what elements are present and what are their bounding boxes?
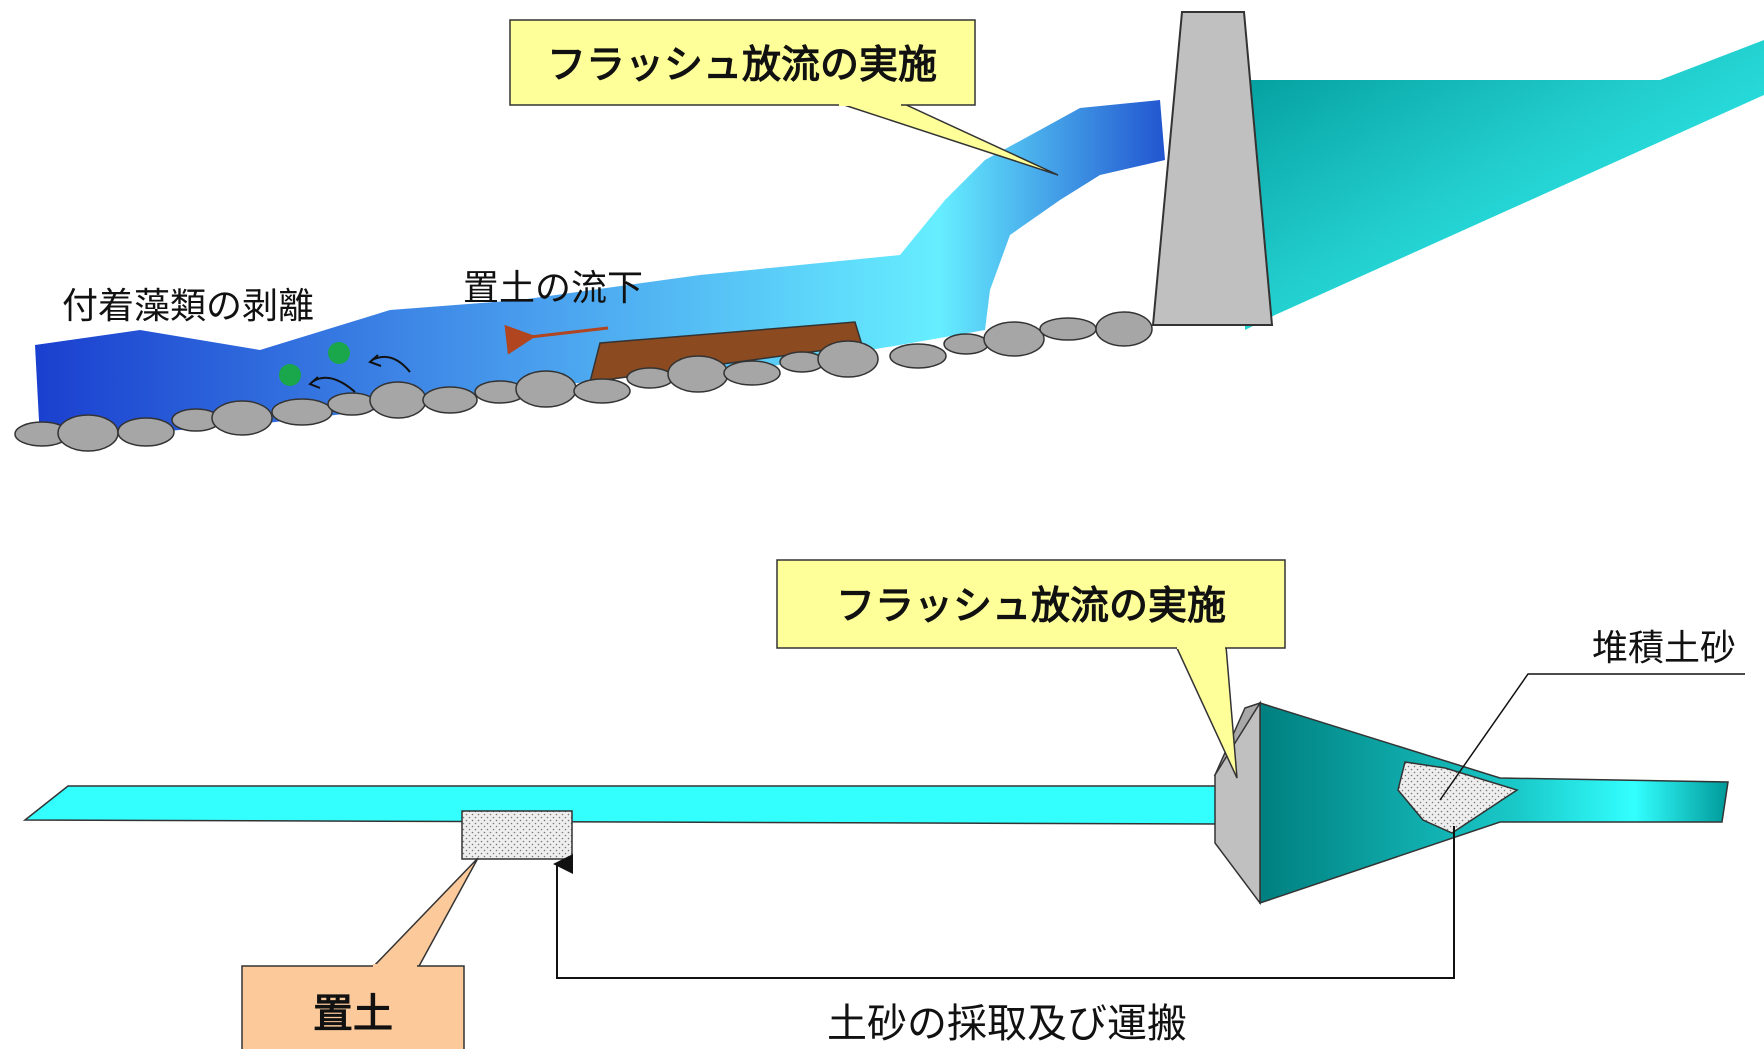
upper-callout-box: [509, 19, 976, 106]
stone: [211, 400, 273, 436]
sediment-label: 堆積土砂: [1592, 628, 1736, 669]
lower-callout-pointer: [1174, 645, 1238, 779]
stone: [57, 414, 119, 452]
algae-detach-arrow: [368, 354, 382, 367]
algae-label: 付着藻類の剥離: [62, 286, 314, 327]
lower-callout-joint: [1177, 644, 1225, 649]
stone: [515, 370, 577, 408]
upper-riverbed-stones: [14, 311, 1153, 452]
stone: [422, 386, 478, 414]
stone: [779, 351, 825, 373]
placed-soil-label: 置土: [313, 991, 393, 1037]
lower-placed-soil: [461, 810, 573, 860]
lower-callout-text: フラッシュ放流の実施: [836, 584, 1226, 629]
stone: [889, 343, 947, 369]
stone: [573, 378, 631, 404]
stone: [667, 355, 729, 393]
stone: [1095, 311, 1153, 347]
stone: [1039, 317, 1097, 341]
upper-callout-text: フラッシュ放流の実施: [547, 43, 937, 88]
lower-panel: フラッシュ放流の実施 置土 堆積土砂 土砂の採取及び運搬: [22, 559, 1745, 1049]
stone: [327, 392, 377, 416]
upper-reservoir: [1245, 40, 1764, 330]
stone: [983, 321, 1045, 357]
upper-panel: フラッシュ放流の実施 付着藻類の剥離 置土の流下: [14, 11, 1764, 452]
accumulated-sediment: [1397, 761, 1519, 834]
lower-river-channel: [22, 785, 1221, 825]
transport-route: [553, 826, 1455, 979]
transport-label: 土砂の採取及び運搬: [827, 1001, 1187, 1047]
stone: [369, 381, 427, 419]
upper-callout-joint: [839, 101, 901, 106]
stone: [817, 340, 879, 378]
placed-soil-callout-joint: [373, 964, 417, 969]
lower-dam-front: [1214, 700, 1261, 906]
soil-flow-label: 置土の流下: [463, 268, 643, 309]
placed-soil-callout-pointer: [370, 857, 479, 969]
algae-dot: [328, 342, 350, 364]
sediment-leader-line: [1439, 673, 1745, 801]
placed-soil-callout-box: [241, 965, 465, 1049]
stone: [117, 417, 175, 447]
stone: [271, 398, 333, 426]
stone: [723, 360, 781, 386]
stone: [626, 367, 674, 389]
upper-river-flow: [35, 100, 1165, 440]
stone: [943, 333, 989, 355]
upper-dam: [1151, 11, 1274, 326]
soil-flow-arrow: [504, 324, 609, 355]
algae-detach-arrow: [308, 376, 321, 389]
lower-callout-box: [776, 559, 1286, 649]
algae-dot: [279, 364, 301, 386]
